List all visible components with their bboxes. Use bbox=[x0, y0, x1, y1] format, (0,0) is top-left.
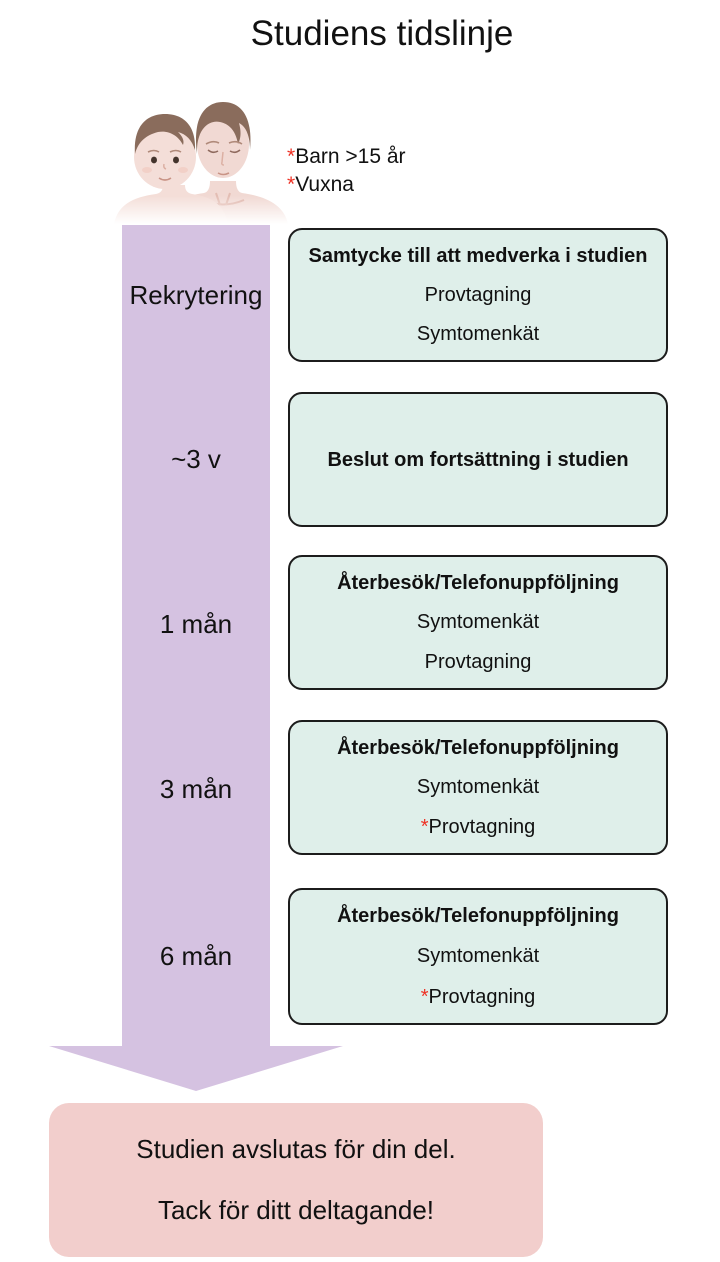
study-end-note: Studien avslutas för din del. Tack för d… bbox=[49, 1103, 543, 1257]
box-item: *Provtagning bbox=[421, 985, 536, 1009]
stage-box-3v: Beslut om fortsättning i studien bbox=[288, 392, 668, 527]
box-item-text: Symtomenkät bbox=[416, 323, 540, 346]
participant-legend: *Barn >15 år *Vuxna bbox=[287, 143, 406, 199]
stage-box-6man: Återbesök/Telefonuppföljning Symtomenkät… bbox=[288, 888, 668, 1025]
box-item-text: Symtomenkät bbox=[416, 945, 540, 968]
stage-box-rekrytering: Samtycke till att medverka i studien Pro… bbox=[288, 228, 668, 362]
box-item-text: Symtomenkät bbox=[416, 776, 540, 799]
legend-line-adults: *Vuxna bbox=[287, 171, 406, 199]
stage-label-rekrytering: Rekrytering bbox=[129, 280, 263, 310]
stage-box-1man: Återbesök/Telefonuppföljning Symtomenkät… bbox=[288, 555, 668, 690]
box-item: Symtomenkät bbox=[417, 775, 539, 799]
box-item-text: Provtagning bbox=[424, 651, 532, 674]
box-title: Återbesök/Telefonuppföljning bbox=[337, 905, 619, 928]
box-item: Symtomenkät bbox=[417, 610, 539, 634]
footer-line-2: Tack för ditt deltagande! bbox=[157, 1195, 435, 1226]
stage-label-3v: ~3 v bbox=[171, 444, 221, 474]
box-title: Samtycke till att medverka i studien bbox=[308, 244, 648, 267]
stage-label-6man: 6 mån bbox=[159, 941, 233, 971]
box-item: *Provtagning bbox=[421, 815, 536, 839]
footer-line-1: Studien avslutas för din del. bbox=[136, 1133, 456, 1164]
required-asterisk: * bbox=[420, 985, 429, 1008]
legend-text: Barn >15 år bbox=[295, 145, 406, 168]
box-item: Symtomenkät bbox=[417, 944, 539, 968]
stage-label-3man: 3 mån bbox=[159, 774, 233, 804]
legend-text: Vuxna bbox=[295, 173, 354, 196]
box-item: Provtagning bbox=[425, 283, 532, 307]
timeline-arrow-shaft bbox=[122, 225, 270, 1047]
box-item-text: Provtagning bbox=[428, 985, 536, 1008]
box-title: Återbesök/Telefonuppföljning bbox=[337, 736, 619, 759]
stage-box-3man: Återbesök/Telefonuppföljning Symtomenkät… bbox=[288, 720, 668, 855]
box-title: Återbesök/Telefonuppföljning bbox=[337, 571, 619, 594]
box-title: Beslut om fortsättning i studien bbox=[327, 448, 629, 471]
box-item-text: Symtomenkät bbox=[416, 611, 540, 634]
stage-label-1man: 1 mån bbox=[159, 609, 233, 639]
page-title: Studiens tidslinje bbox=[250, 14, 514, 53]
required-asterisk: * bbox=[287, 145, 296, 168]
required-asterisk: * bbox=[287, 173, 296, 196]
timeline-arrow-head-icon bbox=[49, 1046, 343, 1091]
box-item: Symtomenkät bbox=[417, 322, 539, 346]
box-item: Provtagning bbox=[425, 650, 532, 674]
box-item-text: Provtagning bbox=[428, 816, 536, 839]
child-and-adult-illustration bbox=[106, 102, 292, 224]
legend-line-children: *Barn >15 år bbox=[287, 143, 406, 171]
box-item-text: Provtagning bbox=[424, 283, 532, 306]
required-asterisk: * bbox=[420, 816, 429, 839]
